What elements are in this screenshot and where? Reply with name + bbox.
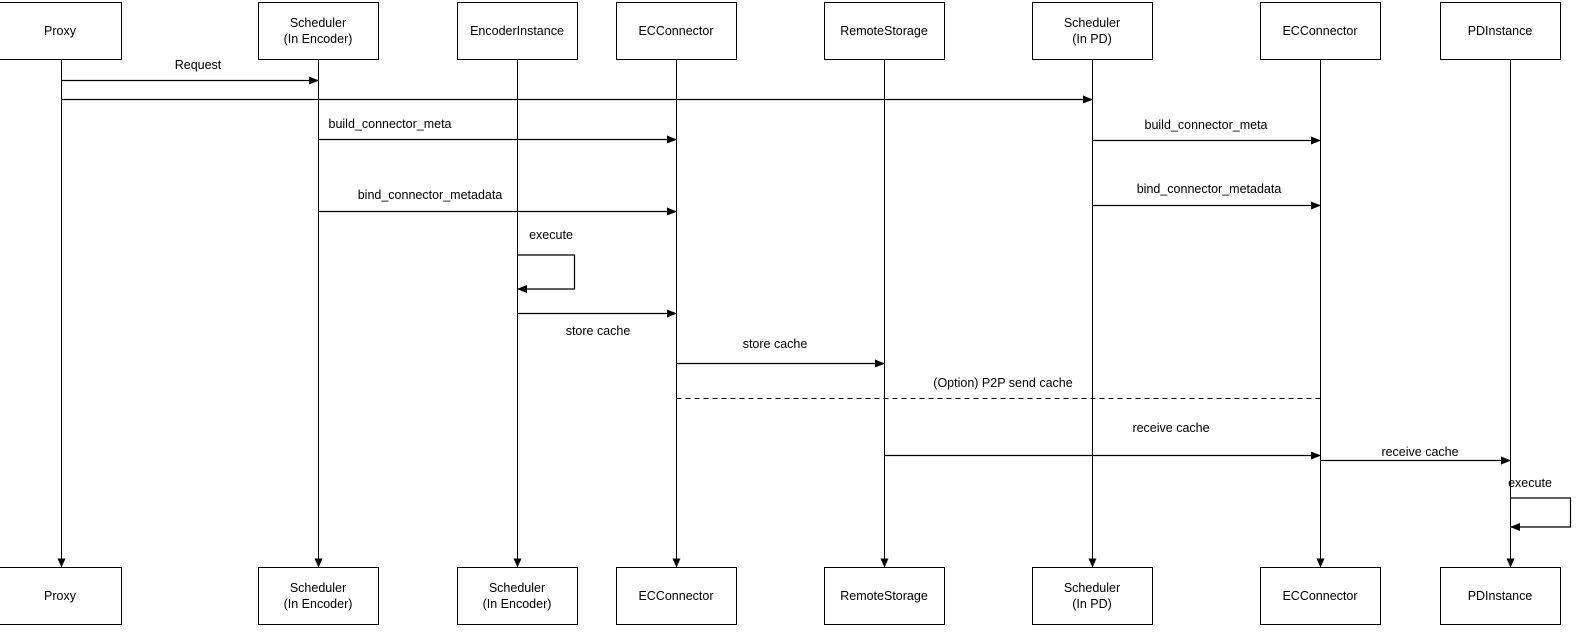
message-label-m9: (Option) P2P send cache (933, 376, 1073, 390)
participant-box-bottom-remote (824, 567, 945, 625)
self-message-label-s2: execute (1508, 476, 1552, 490)
self-message-s2 (1510, 497, 1572, 531)
message-label-m11: receive cache (1381, 445, 1459, 459)
participant-box-bottom-proxy (0, 567, 122, 625)
participant-box-bottom-ecconn-left (616, 567, 737, 625)
message-label-m5: bind_connector_metadata (357, 188, 503, 202)
message-label-m8: store cache (742, 337, 808, 351)
message-label-m3: build_connector_meta (328, 117, 452, 131)
message-label-m1: Request (174, 58, 222, 72)
participant-box-top-pd-inst (1440, 2, 1561, 60)
participant-box-bottom-sched-enc (258, 567, 379, 625)
participant-box-top-encoder-inst (457, 2, 578, 60)
participant-box-top-ecconn-right (1260, 2, 1381, 60)
message-label-m7: store cache (565, 324, 631, 338)
self-message-s1 (517, 254, 576, 293)
participant-box-top-proxy (0, 2, 122, 60)
participant-box-bottom-ecconn-right (1260, 567, 1381, 625)
message-label-m6: bind_connector_metadata (1136, 182, 1282, 196)
participant-box-top-sched-enc (258, 2, 379, 60)
participant-box-top-ecconn-left (616, 2, 737, 60)
participant-box-bottom-sched-pd (1032, 567, 1153, 625)
participant-box-top-remote (824, 2, 945, 60)
self-message-label-s1: execute (529, 228, 573, 242)
message-label-m10: receive cache (1132, 421, 1210, 435)
participant-box-top-sched-pd (1032, 2, 1153, 60)
participant-box-bottom-encoder-inst (457, 567, 578, 625)
participant-box-bottom-pd-inst (1440, 567, 1561, 625)
message-label-m4: build_connector_meta (1144, 118, 1268, 132)
